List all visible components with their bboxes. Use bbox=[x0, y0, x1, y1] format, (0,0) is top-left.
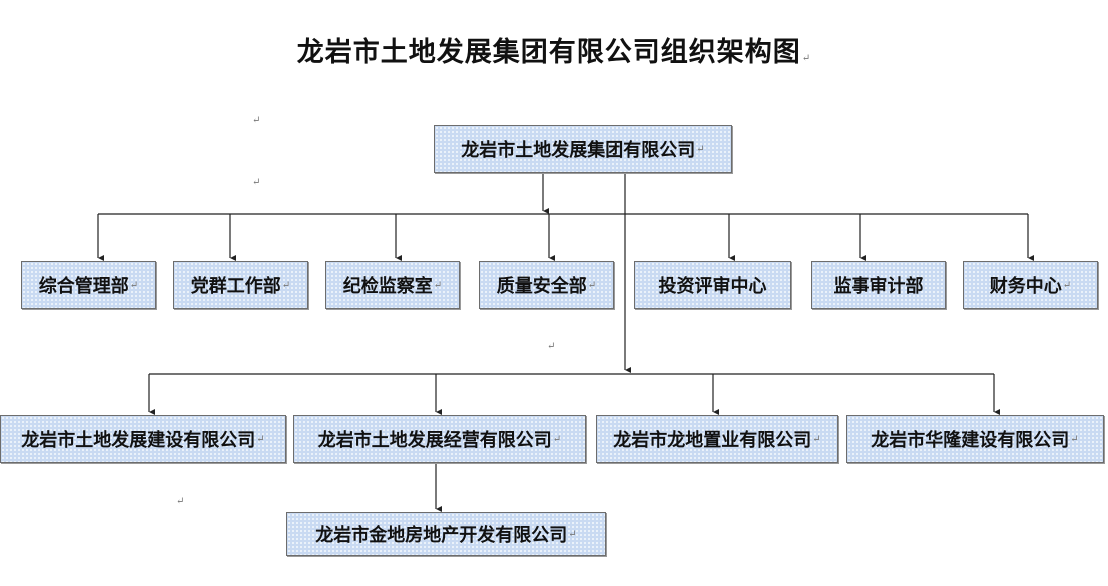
node-department-supervision-audit: 监事审计部 bbox=[811, 261, 946, 309]
node-company-land-operation: 龙岩市土地发展经营有限公司↵ bbox=[293, 415, 586, 463]
node-department-finance: 财务中心↵ bbox=[963, 261, 1098, 309]
node-company-land-construction: 龙岩市土地发展建设有限公司↵ bbox=[0, 415, 286, 463]
chart-title: 龙岩市土地发展集团有限公司组织架构图↵ bbox=[296, 37, 812, 68]
paragraph-mark: ↵ bbox=[547, 341, 556, 352]
node-department-general-management: 综合管理部↵ bbox=[21, 261, 156, 309]
node-company-longdi-property: 龙岩市龙地置业有限公司↵ bbox=[596, 415, 838, 463]
paragraph-mark: ↵ bbox=[252, 115, 261, 126]
node-company-jindi-real-estate: 龙岩市金地房地产开发有限公司↵ bbox=[286, 512, 606, 556]
node-department-quality-safety: 质量安全部↵ bbox=[479, 261, 614, 309]
paragraph-mark: ↵ bbox=[252, 177, 261, 188]
node-department-discipline-inspection: 纪检监察室↵ bbox=[325, 261, 460, 309]
paragraph-mark: ↵ bbox=[176, 496, 185, 507]
node-department-investment-review: 投资评审中心 bbox=[634, 261, 791, 309]
paragraph-mark: ↵ bbox=[801, 53, 812, 64]
node-company-hualong-construction: 龙岩市华隆建设有限公司↵ bbox=[846, 415, 1104, 463]
node-department-party-affairs: 党群工作部↵ bbox=[173, 261, 308, 309]
node-group-company: 龙岩市土地发展集团有限公司↵ bbox=[434, 125, 732, 173]
